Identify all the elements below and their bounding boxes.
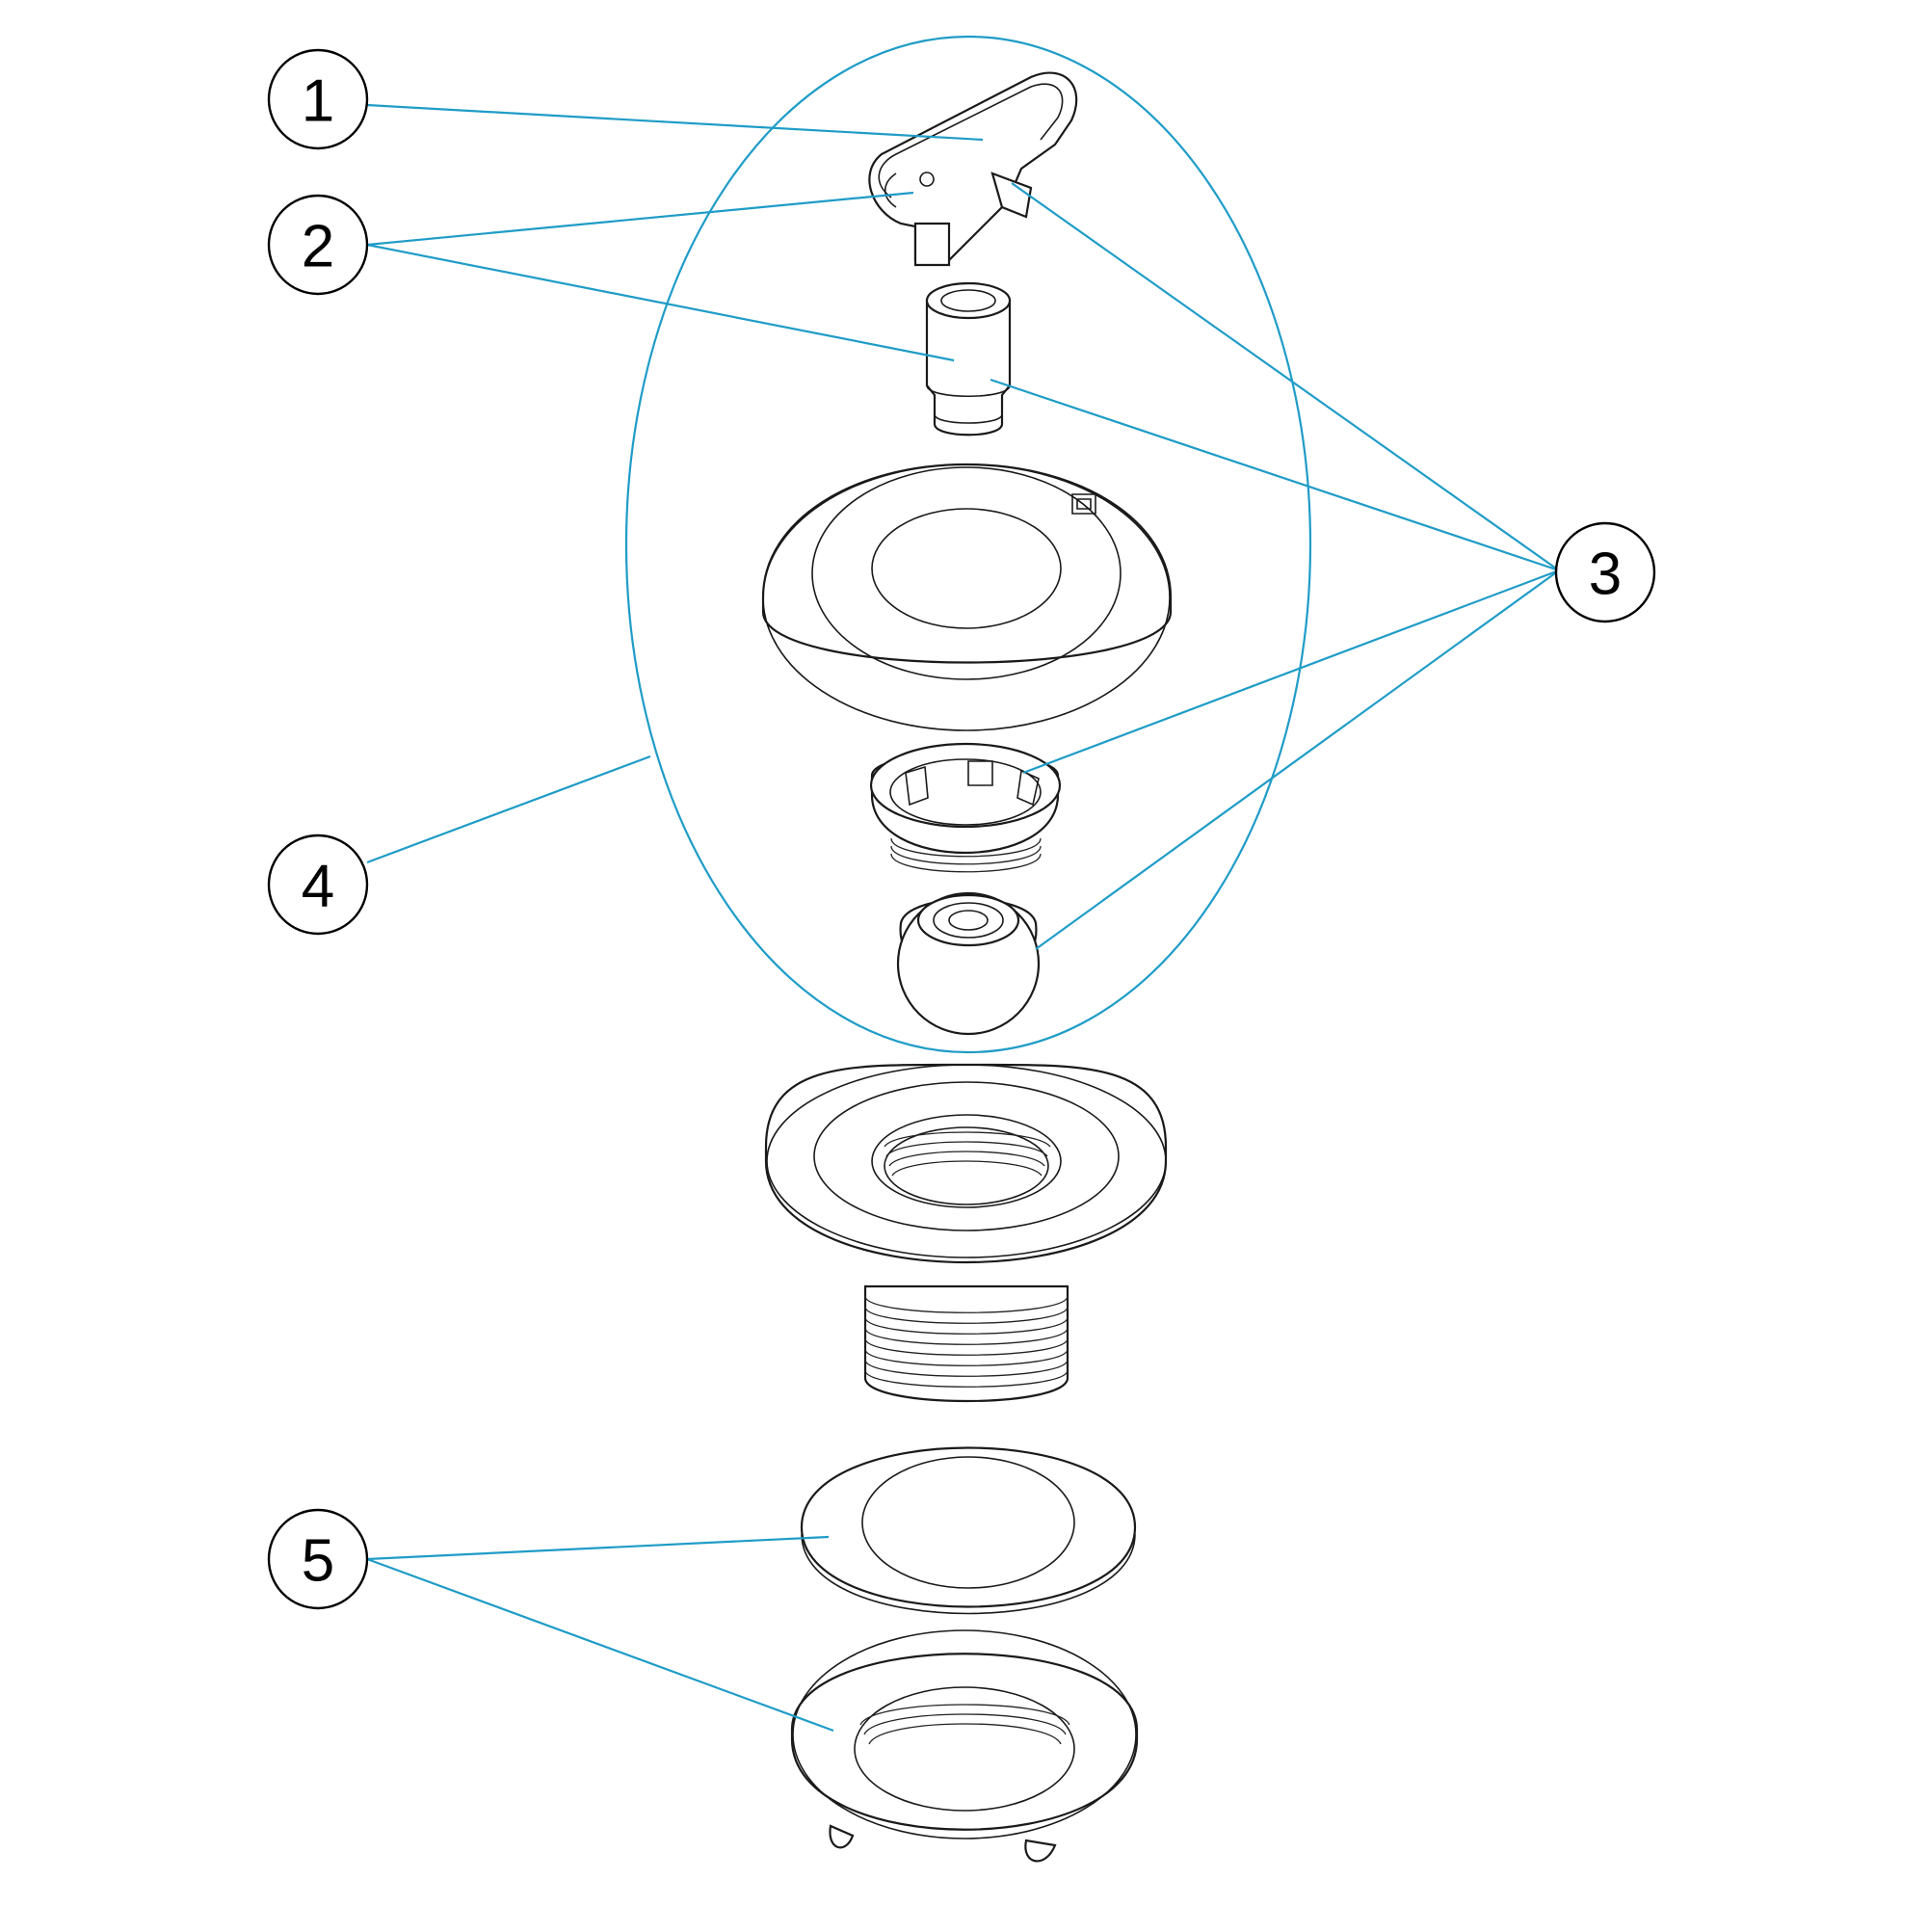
leader-3c xyxy=(1022,569,1560,775)
face-plate-part xyxy=(761,463,1173,731)
retaining-ring-part xyxy=(869,742,1062,873)
eyeball-part xyxy=(896,891,1041,1036)
back-nut-part xyxy=(790,1629,1139,1863)
wall-fitting-part xyxy=(764,1063,1168,1403)
leader-3d xyxy=(1035,569,1560,950)
leader-3b xyxy=(990,378,1560,572)
leader-4 xyxy=(366,754,651,864)
callout-label-2: 2 xyxy=(302,214,334,280)
callout-label-3: 3 xyxy=(1589,542,1622,608)
callout-5: 5 xyxy=(267,1508,369,1610)
callout-label-1: 1 xyxy=(302,68,334,135)
leader-3a xyxy=(1011,182,1560,571)
gasket-part xyxy=(800,1446,1137,1615)
callout-label-4: 4 xyxy=(302,854,334,920)
leader-lines xyxy=(366,103,1560,1733)
callout-4: 4 xyxy=(267,834,369,936)
callout-3: 3 xyxy=(1554,521,1656,623)
leader-1 xyxy=(366,103,984,142)
sleeve-part xyxy=(925,281,1012,437)
callout-1: 1 xyxy=(267,48,369,150)
assembly-group-ellipse xyxy=(624,35,1312,1054)
key-handle-part xyxy=(868,71,1078,267)
leader-5b xyxy=(366,1557,834,1733)
leader-2b xyxy=(366,243,955,362)
callout-label-5: 5 xyxy=(302,1528,334,1595)
leader-5a xyxy=(366,1535,830,1561)
leader-2a xyxy=(366,191,914,247)
callout-2: 2 xyxy=(267,194,369,296)
